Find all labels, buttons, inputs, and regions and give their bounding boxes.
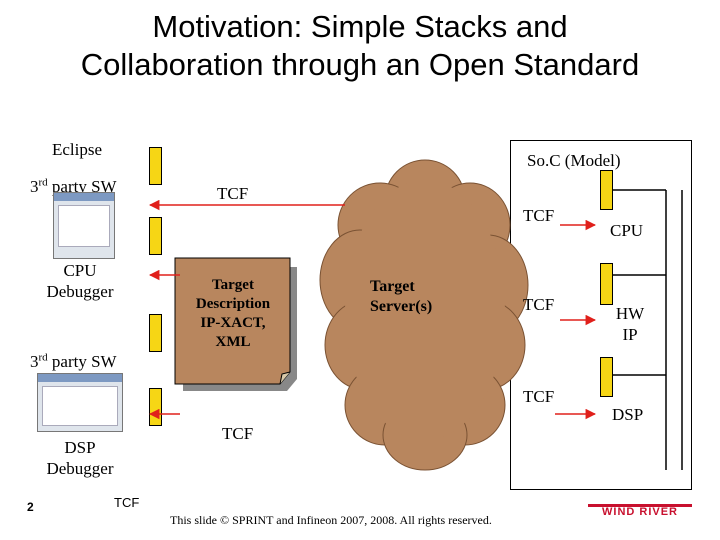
third-party-sw-label-2: 3rd party SW: [30, 351, 117, 371]
cpu-debugger-label: CPU Debugger: [46, 261, 114, 301]
page-number: 2: [27, 500, 34, 514]
cpu-label: CPU: [610, 221, 644, 240]
connector-bar: [600, 170, 613, 210]
tcf-bottom-label: TCF: [222, 424, 254, 443]
screenshot-thumbnail-1: [53, 192, 115, 259]
target-server-label: Target Server(s): [370, 278, 433, 315]
tcf-arrows: [148, 199, 597, 420]
copyright-text: This slide © SPRINT and Infineon 2007, 2…: [170, 513, 492, 527]
screenshot-thumbnail-2: [37, 373, 123, 432]
footer-tcf: TCF: [114, 495, 140, 510]
target-description-label: Target Description IP-XACT, XML: [195, 277, 271, 350]
soc-bus: [613, 189, 683, 470]
thumbnail-content: [58, 205, 110, 247]
connector-bar: [149, 147, 162, 185]
title-line-2: Collaboration through an Open Standard: [80, 47, 640, 82]
eclipse-title: Eclipse: [52, 140, 103, 159]
thumbnail-titlebar: [38, 374, 122, 382]
soc-tcf-1: TCF: [523, 206, 555, 225]
hw-ip-label: HW IP: [615, 304, 645, 344]
soc-tcf-3: TCF: [523, 387, 555, 406]
title-line-1: Motivation: Simple Stacks and: [152, 9, 568, 44]
connector-bar: [600, 357, 613, 397]
slide-title: Motivation: Simple Stacks and Collaborat…: [0, 8, 720, 84]
target-description-doc: [174, 257, 297, 391]
connector-bar: [600, 263, 613, 305]
soc-title: So.C (Model): [527, 151, 621, 170]
connector-bar: [149, 314, 162, 352]
third-party-sw-label-1: 3rd party SW: [30, 176, 117, 196]
dsp-debugger-label: DSP Debugger: [46, 438, 114, 478]
thumbnail-titlebar: [54, 193, 114, 201]
tcf-top-label: TCF: [217, 184, 249, 203]
wind-river-logo: WIND RIVER: [602, 506, 678, 518]
connector-bar: [149, 217, 162, 255]
thumbnail-content: [42, 386, 118, 426]
dsp-label: DSP: [612, 405, 644, 424]
wind-river-logo-mark: [588, 504, 692, 507]
target-server-cloud: [319, 159, 529, 471]
soc-tcf-2: TCF: [523, 295, 555, 314]
